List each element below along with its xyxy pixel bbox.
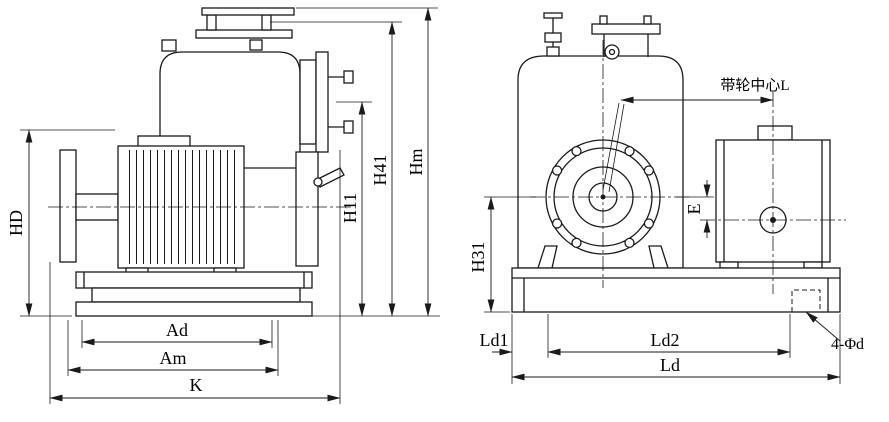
dim-label-h31: H31 [468,242,488,273]
pulley-foot-left [719,261,739,269]
flange-nut-bottom [343,120,354,134]
dimension-h31: H31 [468,196,536,313]
dimension-ad: Ad [81,320,273,348]
flange-bolt-holes [551,145,655,249]
base-channel [75,271,313,289]
dimension-ld2: Ld2 [547,330,791,356]
flange-nut-top [343,70,354,84]
suction-lower-plate [195,29,293,39]
dim-label-h11: H11 [340,193,360,223]
valve-handle [543,12,563,19]
dimension-e: E [676,180,714,238]
suction-bolt-left [206,14,217,31]
motor-fan-cover [59,149,77,263]
dim-label-belt-center: 带轮中心L [720,77,789,94]
dim-label-ld2: Ld2 [651,330,680,350]
dimension-h11: H11 [336,101,372,317]
dim-label-k: K [190,375,203,395]
dimension-ld1: Ld1 [480,330,568,356]
pulley-top-bracket [757,125,793,141]
flange-plate-inner [299,59,317,145]
dim-label-hm: Hm [406,149,426,176]
dim-label-ld: Ld [660,355,680,375]
dimension-ld: Ld [511,355,841,381]
tank-legs [537,245,669,269]
dim-label-e: E [684,204,704,215]
dim-label-anchor-holes: 4-Φd [831,336,864,353]
dimension-h41: H41 [270,21,402,317]
valve-base [546,46,560,57]
baseplate-right-view [511,267,841,313]
discharge-bolt-left [599,15,608,25]
suction-bolt-right [261,14,272,31]
tank-top-fittings [543,12,661,60]
dim-label-hd: HD [6,210,26,236]
dim-label-ad: Ad [166,320,188,340]
pulley-foot-right [803,261,823,269]
discharge-flange-assembly [299,51,354,153]
dim-label-am: Am [160,348,187,368]
lifting-eye-hole [608,48,616,56]
discharge-flange-top [591,23,661,35]
dim-label-ld1: Ld1 [480,330,509,350]
suction-flange-assembly [161,7,295,52]
base-pedestal [91,287,301,303]
left-view-side-elevation: HD Ad Am K H11 [6,7,440,404]
dimension-hm: Hm [296,7,438,317]
discharge-bolt-right [643,15,652,25]
motor [59,135,245,276]
base-frame [511,267,841,313]
bracket-column [295,151,319,267]
suction-top-plate [201,7,295,16]
casing-fitting-left [161,39,177,52]
right-view-end-elevation: 带轮中心L E H31 Ld1 [468,12,864,384]
dimension-hd: HD [6,129,115,317]
support-bracket [295,151,345,267]
dimension-k: K [49,150,341,404]
base-footplate [75,301,313,317]
baseplate-left-view [75,271,313,317]
dim-label-h41: H41 [370,155,390,186]
pump-tank-body [517,55,684,269]
casing-fitting-right [249,39,263,51]
anchor-bolt-notch [791,289,821,312]
valve-nut [544,32,562,43]
callout-anchor-holes: 4-Φd [805,311,864,353]
dimension-am: Am [67,320,279,376]
dimension-belt-center: 带轮中心L [602,77,790,193]
flange-plate-outer [315,51,329,153]
handle-pivot [313,177,323,187]
